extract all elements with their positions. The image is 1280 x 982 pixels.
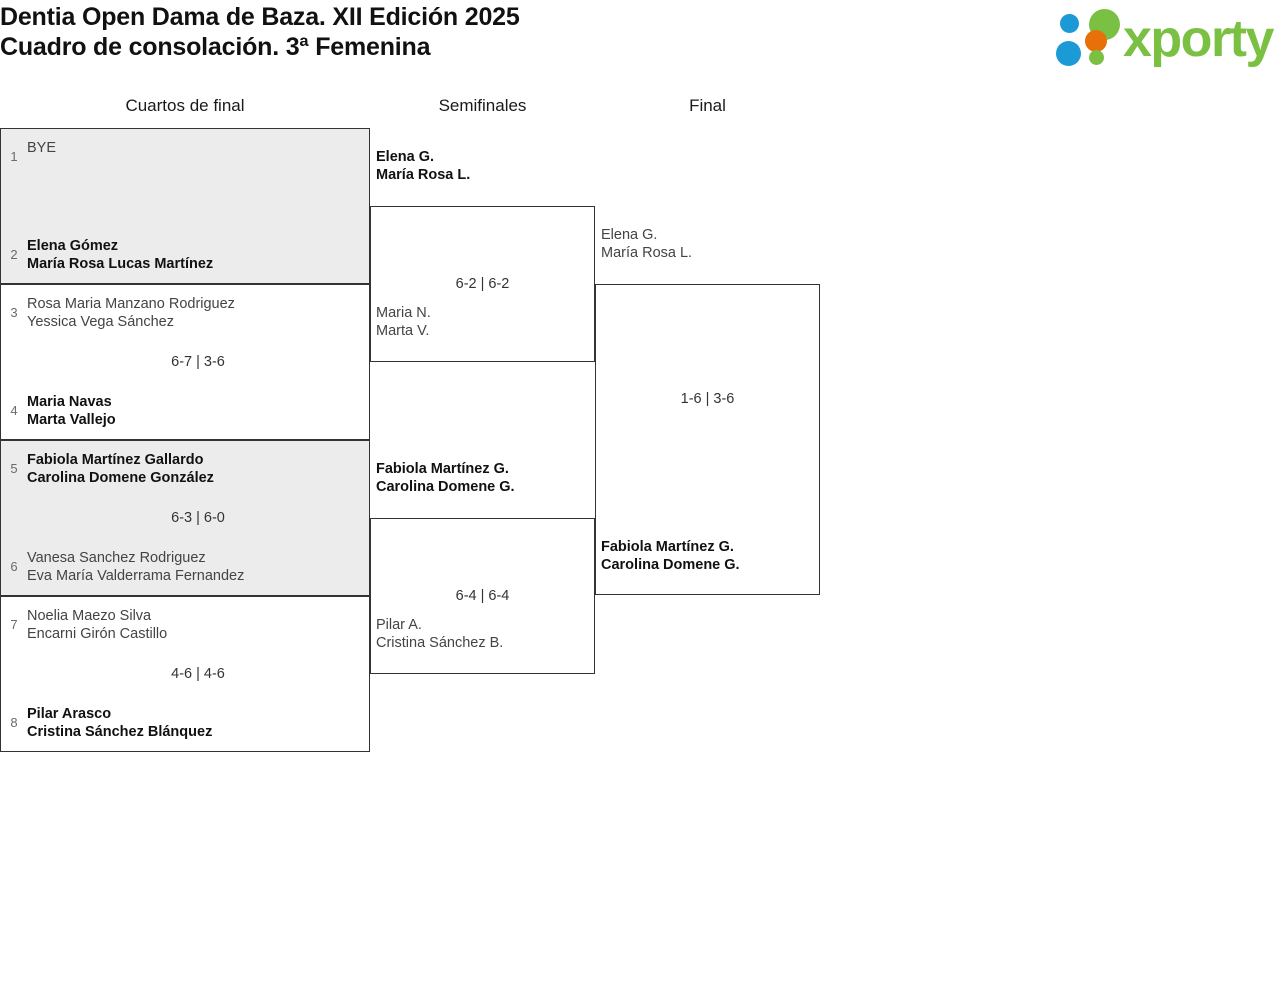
round-header-quarterfinals: Cuartos de final <box>125 96 245 115</box>
player-names: Vanesa Sanchez Rodriguez Eva María Valde… <box>27 549 244 585</box>
player-name-line-1: Elena G. <box>376 149 435 165</box>
player-name-line-1: Fabiola Martínez G. <box>376 461 509 477</box>
logo-dot-blue-large <box>1056 41 1081 66</box>
match-entry-bottom[interactable]: 6 Vanesa Sanchez Rodriguez Eva María Val… <box>1 549 369 585</box>
round-header-final: Final <box>689 96 726 115</box>
match-score: 6-2 | 6-2 <box>455 276 510 292</box>
player-name-line-2: María Rosa Lucas Martínez <box>27 256 214 272</box>
final-entry-top[interactable]: Elena G. María Rosa L. <box>601 226 692 262</box>
seed-number: 6 <box>10 559 18 574</box>
match-box-qf-3[interactable]: 5 Fabiola Martínez Gallardo Carolina Dom… <box>0 440 370 596</box>
match-score: 6-7 | 3-6 <box>171 354 225 370</box>
logo-dot-orange <box>1085 30 1107 52</box>
player-name-line-1: Fabiola Martínez Gallardo <box>27 452 204 468</box>
sf-2-entry-top[interactable]: Fabiola Martínez G. Carolina Domene G. <box>376 460 515 496</box>
player-name-line-1: BYE <box>27 140 57 156</box>
round-header-semifinals: Semifinales <box>438 96 527 115</box>
seed-number: 3 <box>10 305 18 320</box>
logo-wordmark: xporty <box>1123 10 1274 68</box>
page-title: Dentia Open Dama de Baza. XII Edición 20… <box>0 0 760 62</box>
player-name-line-1: Rosa Maria Manzano Rodriguez <box>27 296 235 312</box>
player-name-line-1: Noelia Maezo Silva <box>27 608 152 624</box>
match-entry-top[interactable]: 5 Fabiola Martínez Gallardo Carolina Dom… <box>1 451 369 487</box>
player-name-line-2: Carolina Domene G. <box>601 557 740 573</box>
player-name-line-1: Maria Navas <box>27 394 112 410</box>
match-box-qf-4[interactable]: 7 Noelia Maezo Silva Encarni Girón Casti… <box>0 596 370 752</box>
player-name-line-1: Maria N. <box>376 305 431 321</box>
xporty-logo[interactable]: xporty <box>1048 8 1276 70</box>
match-entry-top[interactable]: 3 Rosa Maria Manzano Rodriguez Yessica V… <box>1 295 369 331</box>
seed-number: 8 <box>10 715 18 730</box>
sf-1-entry-top[interactable]: Elena G. María Rosa L. <box>376 148 470 184</box>
player-names: BYE <box>27 139 56 157</box>
player-name-line-2: Encarni Girón Castillo <box>27 626 168 642</box>
player-name-line-2: María Rosa L. <box>376 167 471 183</box>
player-name-line-1: Pilar A. <box>376 617 422 633</box>
player-names: Maria Navas Marta Vallejo <box>27 393 116 429</box>
xporty-dots-icon <box>1048 8 1136 70</box>
logo-dot-blue-small <box>1060 14 1079 33</box>
player-name-line-2: Carolina Domene González <box>27 470 214 486</box>
title-line-1: Dentia Open Dama de Baza. XII Edición 20… <box>0 3 520 31</box>
player-name-line-1: Fabiola Martínez G. <box>601 539 734 555</box>
player-names: Elena Gómez María Rosa Lucas Martínez <box>27 237 213 273</box>
sf-1-entry-bottom[interactable]: Maria N. Marta V. <box>376 304 431 340</box>
final-entry-bottom[interactable]: Fabiola Martínez G. Carolina Domene G. <box>601 538 740 574</box>
player-name-line-2: Cristina Sánchez Blánquez <box>27 724 213 740</box>
seed-number: 7 <box>10 617 18 632</box>
match-box-final[interactable]: 1-6 | 3-6 <box>595 284 820 595</box>
match-entry-bottom[interactable]: 8 Pilar Arasco Cristina Sánchez Blánquez <box>1 705 369 741</box>
player-names: Pilar Arasco Cristina Sánchez Blánquez <box>27 705 212 741</box>
match-score: 4-6 | 4-6 <box>171 666 225 682</box>
player-name-line-2: Eva María Valderrama Fernandez <box>27 568 245 584</box>
player-name-line-1: Vanesa Sanchez Rodriguez <box>27 550 206 566</box>
player-name-line-2: Marta Vallejo <box>27 412 116 428</box>
match-box-sf-1[interactable]: 6-2 | 6-2 <box>370 206 595 362</box>
match-entry-top[interactable]: 1 BYE <box>1 139 369 165</box>
match-entry-top[interactable]: 7 Noelia Maezo Silva Encarni Girón Casti… <box>1 607 369 643</box>
title-line-2: Cuadro de consolación. 3ª Femenina <box>0 33 431 61</box>
match-box-qf-2[interactable]: 3 Rosa Maria Manzano Rodriguez Yessica V… <box>0 284 370 440</box>
match-entry-bottom[interactable]: 4 Maria Navas Marta Vallejo <box>1 393 369 429</box>
player-name-line-2: María Rosa L. <box>601 245 693 261</box>
player-name-line-2: Marta V. <box>376 323 430 339</box>
player-name-line-2: Yessica Vega Sánchez <box>27 314 174 330</box>
player-name-line-1: Pilar Arasco <box>27 706 112 722</box>
match-score: 6-4 | 6-4 <box>455 588 510 604</box>
player-name-line-2: Carolina Domene G. <box>376 479 515 495</box>
player-names: Rosa Maria Manzano Rodriguez Yessica Veg… <box>27 295 235 331</box>
seed-number: 1 <box>10 149 18 164</box>
player-name-line-2: Cristina Sánchez B. <box>376 635 504 651</box>
player-names: Noelia Maezo Silva Encarni Girón Castill… <box>27 607 167 643</box>
match-box-sf-2[interactable]: 6-4 | 6-4 <box>370 518 595 674</box>
seed-number: 5 <box>10 461 18 476</box>
match-box-qf-1[interactable]: 1 BYE 2 Elena Gómez María Rosa Lucas Mar… <box>0 128 370 284</box>
match-score: 6-3 | 6-0 <box>171 510 225 526</box>
player-name-line-1: Elena G. <box>601 227 658 243</box>
match-entry-bottom[interactable]: 2 Elena Gómez María Rosa Lucas Martínez <box>1 237 369 273</box>
seed-number: 4 <box>10 403 18 418</box>
player-name-line-1: Elena Gómez <box>27 238 119 254</box>
sf-2-entry-bottom[interactable]: Pilar A. Cristina Sánchez B. <box>376 616 503 652</box>
player-names: Fabiola Martínez Gallardo Carolina Domen… <box>27 451 214 487</box>
match-score: 1-6 | 3-6 <box>680 391 735 408</box>
seed-number: 2 <box>10 247 18 262</box>
logo-dot-green-small <box>1089 50 1104 65</box>
